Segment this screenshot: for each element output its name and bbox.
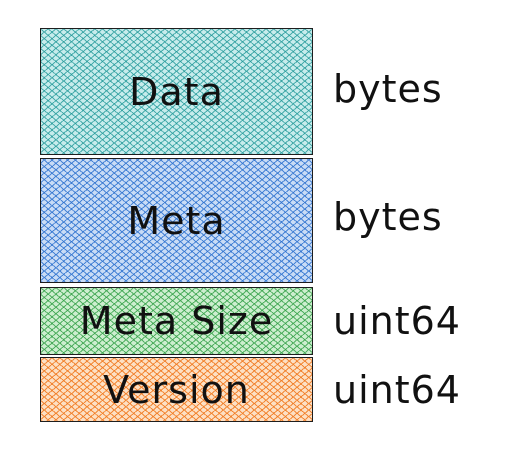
field-label-meta: Meta [127,198,226,243]
field-type-data: bytes [333,67,443,111]
field-block-meta-size: Meta Size [40,287,313,355]
field-type-meta-size: uint64 [333,299,461,343]
field-label-meta-size: Meta Size [79,299,274,343]
field-type-meta: bytes [333,195,443,239]
field-block-version: Version [40,357,313,422]
field-label-data: Data [129,69,224,114]
field-label-version: Version [103,367,250,412]
field-block-meta: Meta [40,158,313,283]
field-block-data: Data [40,28,313,155]
field-type-version: uint64 [333,368,461,412]
